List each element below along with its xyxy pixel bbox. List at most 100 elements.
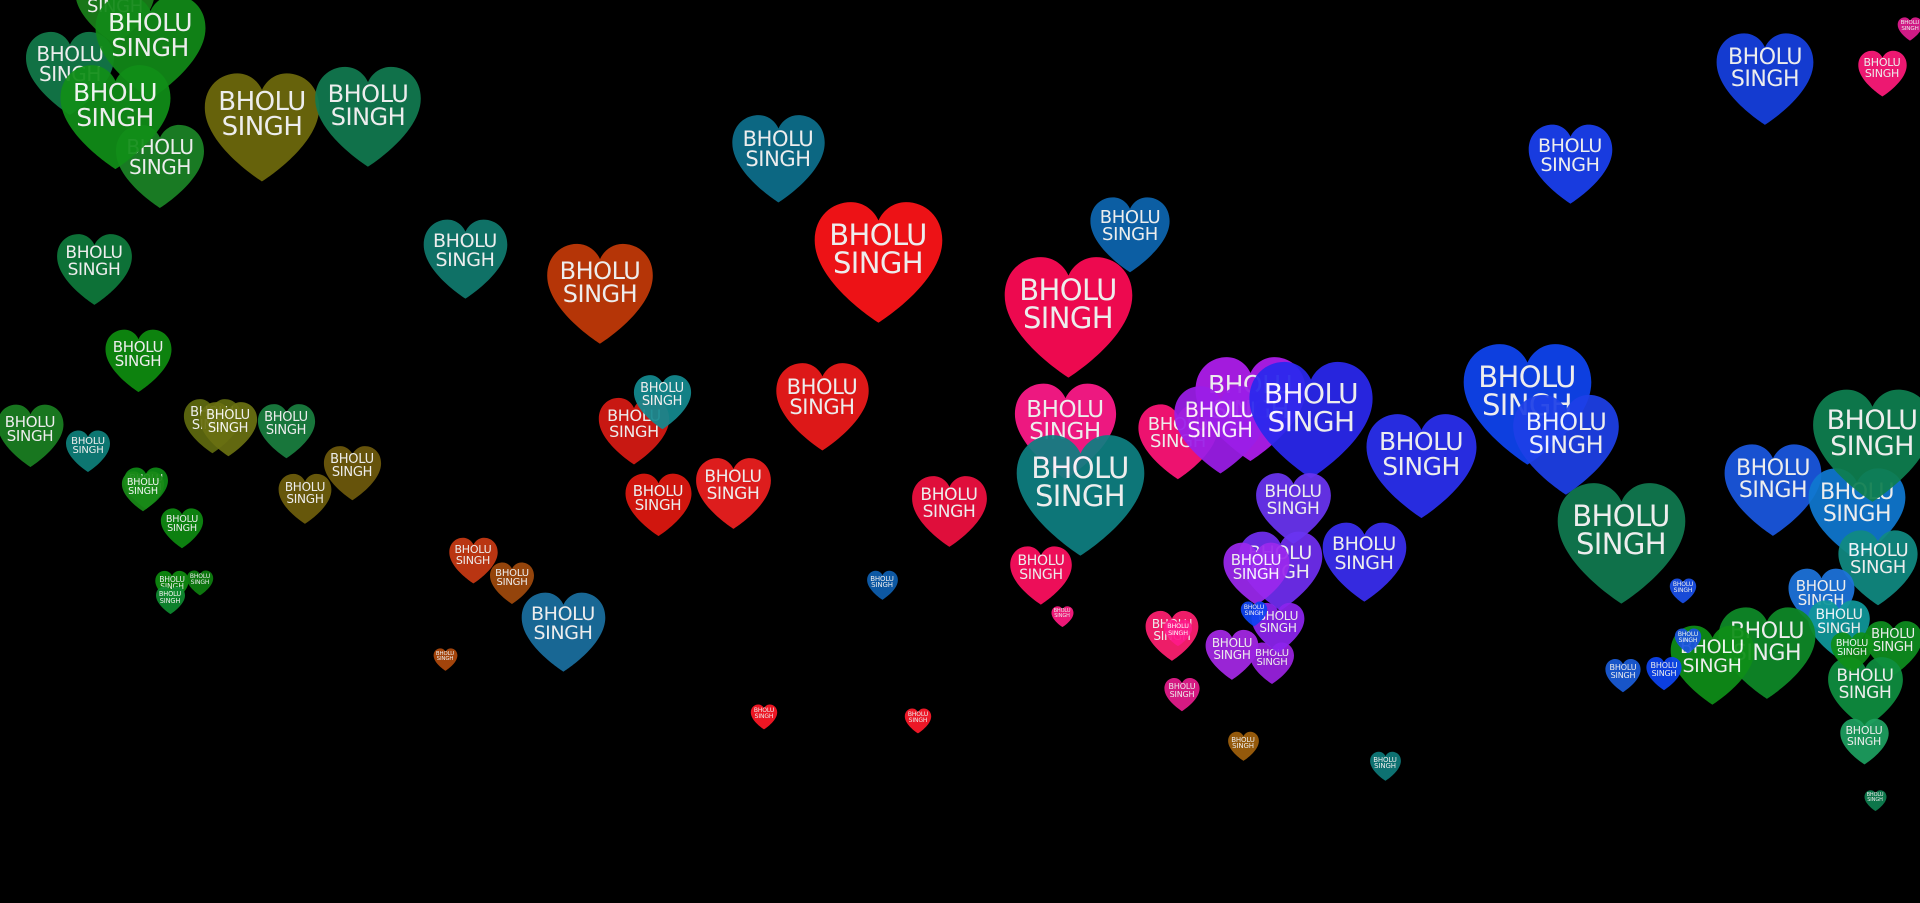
heart-shape <box>1205 629 1259 680</box>
heart-shape <box>1513 394 1619 495</box>
heart-label-line1: BHOLU <box>330 452 374 468</box>
heart-label-line2: SINGH <box>754 712 774 720</box>
heart-label-line1: BHOLU <box>1609 663 1637 673</box>
heart-shape <box>521 592 605 672</box>
heart-shape <box>1369 751 1401 782</box>
heart-label-line2: SINGH <box>167 523 197 535</box>
heart-label-line1: BHOLU <box>1863 56 1901 70</box>
heart-label-line1: BHOLU <box>126 477 160 489</box>
heart-label-line1: BHOLU <box>1826 404 1918 436</box>
heart-label-line1: BHOLU <box>1184 397 1256 422</box>
heart-label-line1: BHOLU <box>1231 735 1255 744</box>
heart-shape <box>695 457 771 529</box>
heart-shape <box>199 401 257 456</box>
heart-shape <box>547 243 653 344</box>
heart-label-line1: BHOLU <box>1230 550 1282 569</box>
heart-label-line2: SINGH <box>1267 404 1355 438</box>
heart-label-line2: SINGH <box>330 103 406 132</box>
heart-label-line1: BHOLU <box>742 126 814 151</box>
heart-shape <box>105 329 171 393</box>
heart-label-line2: SINGH <box>1382 451 1460 481</box>
heart-label-line1: BHOLU <box>1257 608 1299 623</box>
heart-label-line2: SINGH <box>6 427 54 446</box>
heart-shape <box>1897 17 1920 42</box>
heart-label-line2: SINGH <box>1738 477 1808 503</box>
heart-shape <box>911 475 987 547</box>
heart-shape <box>1173 385 1267 474</box>
heart-label-line2: SINGH <box>67 259 121 280</box>
heart-shape <box>257 403 315 458</box>
heart-shape <box>1164 677 1200 712</box>
heart-label-line2: SINGH <box>436 656 454 662</box>
heart-label-line2: SINGH <box>1867 797 1883 804</box>
heart-shape <box>1605 658 1641 693</box>
heart-shape <box>1227 731 1259 762</box>
heart-label-line2: SINGH <box>1232 565 1280 584</box>
heart-label-line1: BHOLU <box>907 710 929 718</box>
heart-shape <box>278 473 332 524</box>
heart-label-line1: BHOLU <box>704 467 762 488</box>
heart-label-line2: SINGH <box>1169 690 1195 700</box>
heart-label-line2: SINGH <box>1334 551 1394 574</box>
heart-shape <box>1090 196 1170 272</box>
heart-label-line2: SINGH <box>1673 586 1693 594</box>
heart-shape <box>1240 600 1268 626</box>
heart-label-line1: BHOLU <box>1026 396 1104 423</box>
heart-shape <box>750 703 778 729</box>
heart-label-line1: BHOLU <box>753 706 775 714</box>
heart-label-line2: SINGH <box>1837 647 1867 659</box>
heart-label-line2: SINGH <box>265 423 307 439</box>
heart-shape <box>0 404 63 468</box>
heart-label-line1: BHOLU <box>1795 576 1847 595</box>
heart-label-line1: BHOLU <box>1168 682 1196 692</box>
heart-label-line2: SINGH <box>160 582 184 592</box>
heart-shape <box>66 429 110 472</box>
heart-shape <box>1255 472 1331 544</box>
heart-label-line1: BHOLU <box>1243 603 1265 611</box>
heart-label-line2: SINGH <box>1540 153 1600 176</box>
heart-label-line1: BHOLU <box>531 603 595 626</box>
heart-label-line2: SINGH <box>1575 527 1667 562</box>
heart-label-line2: SINGH <box>1730 66 1800 92</box>
heart-label-line1: BHOLU <box>1478 359 1576 394</box>
heart-label-line2: SINGH <box>1259 620 1297 635</box>
heart-label-line2: SINGH <box>1244 609 1264 617</box>
